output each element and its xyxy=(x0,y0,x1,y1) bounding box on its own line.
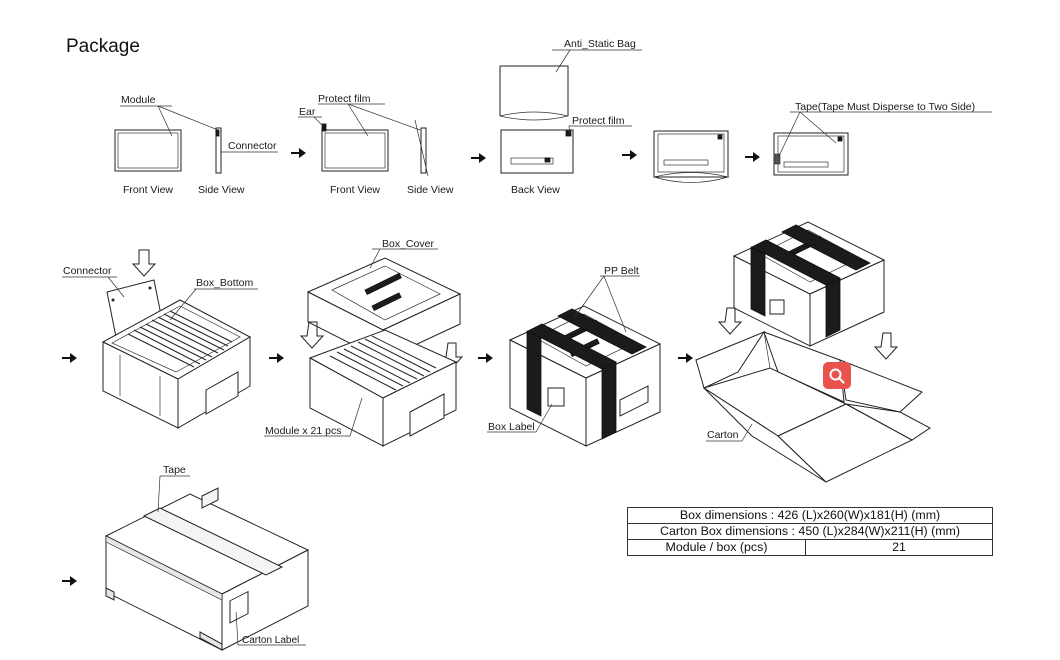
anti-static-bag-label: Anti_Static Bag xyxy=(564,38,636,50)
tape-strip xyxy=(142,507,284,576)
carton-flap xyxy=(695,330,766,389)
flow-arrow xyxy=(678,353,693,363)
box-bottom-with-modules: Connector Box_Bottom xyxy=(62,249,258,429)
table-row: Box dimensions : 426 (L)x260(W)x181(H) (… xyxy=(627,507,993,524)
box-bottom-label: Box_Bottom xyxy=(196,277,253,289)
carton-label: Carton xyxy=(707,429,739,441)
tape-piece xyxy=(774,153,781,165)
module-label: Module xyxy=(121,94,156,106)
front-view-label-2: Front View xyxy=(330,184,380,196)
flow-arrow xyxy=(62,576,77,586)
connector-label-2: Connector xyxy=(63,265,112,277)
ear-mark xyxy=(321,123,327,132)
module-slots xyxy=(127,310,233,368)
flow-arrow xyxy=(471,153,486,163)
module-back-view xyxy=(500,129,574,174)
table-row: Carton Box dimensions : 450 (L)x284(W)x2… xyxy=(627,523,993,540)
flow-arrow xyxy=(478,353,493,363)
step4-bagged-module xyxy=(653,130,730,183)
module-stack xyxy=(329,335,437,391)
protected-module-front xyxy=(321,129,389,172)
module-front-view xyxy=(114,129,182,172)
box-cover-assembly: Box_Cover Module x 21 pcs xyxy=(264,238,464,447)
flow-arrow xyxy=(269,353,284,363)
carton-dimensions-cell: Carton Box dimensions : 450 (L)x284(W)x2… xyxy=(627,523,993,540)
carton-label-plate xyxy=(229,590,249,624)
module-side-view xyxy=(215,127,222,174)
flow-arrow xyxy=(291,148,306,158)
side-view-label-2: Side View xyxy=(407,184,454,196)
module-per-box-label-cell: Module / box (pcs) xyxy=(627,539,806,556)
taped-bag xyxy=(773,132,849,176)
step3-anti-static-bag: Anti_Static Bag Protect film Back View xyxy=(499,38,642,196)
back-view-label: Back View xyxy=(511,184,560,196)
search-icon xyxy=(829,368,845,384)
carton-insert-arrow xyxy=(717,307,743,335)
side-view-label: Side View xyxy=(198,184,245,196)
cover-down-arrow xyxy=(299,321,325,349)
module-per-box-value-cell: 21 xyxy=(805,539,993,556)
anti-static-bag xyxy=(499,65,569,116)
pp-belt xyxy=(557,308,647,355)
flow-arrow xyxy=(62,353,77,363)
protect-film-label: Protect film xyxy=(318,93,371,105)
table-row: Module / box (pcs) 21 xyxy=(627,539,993,556)
ear-label: Ear xyxy=(299,106,316,118)
step2-protect-film: Protect film Ear Front View Side View xyxy=(298,93,454,196)
taped-carton: Tape Carton Label xyxy=(104,464,310,651)
box-cover-label: Box_Cover xyxy=(382,238,434,250)
connector-label: Connector xyxy=(228,140,277,152)
flow-arrow xyxy=(745,152,760,162)
pp-belt-label: PP Belt xyxy=(604,265,639,277)
front-view-label: Front View xyxy=(123,184,173,196)
protect-film-label-2: Protect film xyxy=(572,115,625,127)
carton-with-box: Carton xyxy=(695,221,931,483)
carton-insert-arrow xyxy=(873,332,899,360)
module-count-label: Module x 21 pcs xyxy=(265,425,341,437)
carton-label-label: Carton Label xyxy=(242,635,299,646)
page-title: Package xyxy=(66,36,140,57)
bagged-module xyxy=(653,130,729,178)
box-label-label: Box Label xyxy=(488,421,535,433)
step5-taped-bag: Tape(Tape Must Disperse to Two Side) xyxy=(773,101,992,176)
tape-label: Tape xyxy=(163,464,186,476)
protected-module-side xyxy=(420,127,427,174)
flow-arrow xyxy=(622,150,637,160)
box-label-plate xyxy=(547,387,565,407)
tape-note-label: Tape(Tape Must Disperse to Two Side) xyxy=(795,101,975,113)
belted-box: PP Belt Box Label xyxy=(487,265,662,447)
zoom-button[interactable] xyxy=(823,362,851,389)
dimension-table: Box dimensions : 426 (L)x260(W)x181(H) (… xyxy=(627,507,993,556)
insert-down-arrow xyxy=(131,249,157,277)
box-dimensions-cell: Box dimensions : 426 (L)x260(W)x181(H) (… xyxy=(627,507,993,524)
step1-module-views: Module Connector Front View Side View xyxy=(114,94,278,196)
